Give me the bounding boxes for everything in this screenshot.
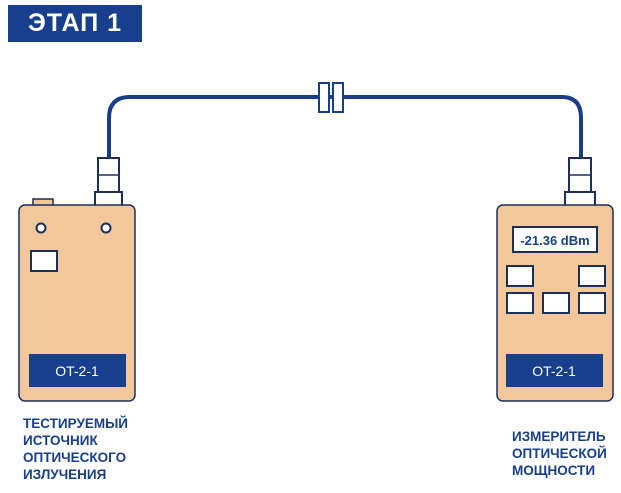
meter-button-top-right[interactable]	[578, 265, 606, 287]
source-caption-line: ИСТОЧНИК	[23, 433, 98, 448]
meter-model-plate	[506, 354, 603, 387]
meter-model-label: OT-2-1	[532, 363, 576, 379]
source-caption-line: ИЗЛУЧЕНИЯ	[23, 467, 107, 482]
stage-title: ЭТАП 1	[8, 5, 142, 42]
fiber-cable	[107, 95, 583, 158]
meter-caption: ИЗМЕРИТЕЛЬ ОПТИЧЕСКОЙ МОЩНОСТИ	[512, 428, 607, 479]
source-model-plate	[29, 354, 126, 387]
meter-device: -21.36 dBm OT-2-1	[496, 204, 614, 402]
source-led-right	[100, 222, 112, 234]
meter-button-top-left[interactable]	[506, 265, 534, 287]
source-device: OT-2-1	[18, 198, 136, 402]
source-caption-line: ОПТИЧЕСКОГО	[23, 450, 127, 465]
meter-button-bottom-left[interactable]	[506, 292, 534, 314]
fiber-coupler	[318, 82, 344, 113]
meter-caption-line: ОПТИЧЕСКОЙ	[512, 446, 607, 461]
meter-caption-line: ИЗМЕРИТЕЛЬ	[512, 429, 606, 444]
source-led-left	[35, 222, 47, 234]
source-power-button[interactable]	[30, 250, 58, 272]
meter-button-center[interactable]	[542, 292, 570, 314]
source-connector	[94, 157, 123, 207]
meter-caption-line: МОЩНОСТИ	[512, 463, 596, 478]
meter-display	[512, 226, 598, 253]
meter-button-bottom-right[interactable]	[578, 292, 606, 314]
meter-connector	[564, 157, 596, 207]
source-caption-line: ТЕСТИРУЕМЫЙ	[23, 416, 129, 431]
meter-reading: -21.36 dBm	[520, 233, 589, 248]
source-caption: ТЕСТИРУЕМЫЙ ИСТОЧНИК ОПТИЧЕСКОГО ИЗЛУЧЕН…	[23, 415, 128, 483]
source-model-label: OT-2-1	[55, 363, 99, 379]
